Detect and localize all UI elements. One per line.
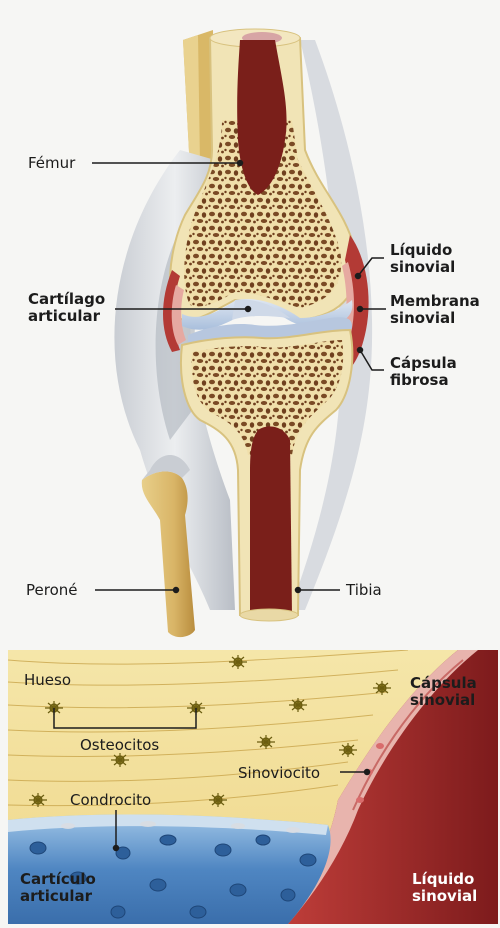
label-cartilago-line1: Cartílago <box>28 291 105 308</box>
label-femur: Fémur <box>28 155 75 172</box>
label-capsula-sinovial-line1: Cápsula <box>410 675 477 692</box>
label-membrana-line2: sinovial <box>390 310 480 327</box>
label-liquido-sinovial-tissue: Líquido sinovial <box>412 871 477 905</box>
label-perone: Peroné <box>26 582 78 599</box>
label-liquido-sinovial: Líquido sinovial <box>390 242 455 276</box>
perone-bone <box>142 471 195 637</box>
label-capsula-line2: fibrosa <box>390 372 457 389</box>
label-capsula-line1: Cápsula <box>390 355 457 372</box>
label-osteocitos: Osteocitos <box>80 737 159 754</box>
label-liquido-tissue-line1: Líquido <box>412 871 477 888</box>
label-capsula-sinovial-line2: sinovial <box>410 692 477 709</box>
label-membrana-line1: Membrana <box>390 293 480 310</box>
label-condrocito: Condrocito <box>70 792 151 809</box>
tibia-marrow <box>250 426 292 615</box>
label-sinoviocito: Sinoviocito <box>238 765 320 782</box>
label-liquido-line2: sinovial <box>390 259 455 276</box>
label-carticulo-line1: Cartículo <box>20 871 96 888</box>
label-hueso: Hueso <box>24 672 71 689</box>
label-carticulo-articular: Cartículo articular <box>20 871 96 905</box>
label-capsula-fibrosa: Cápsula fibrosa <box>390 355 457 389</box>
label-liquido-line1: Líquido <box>390 242 455 259</box>
label-capsula-sinovial: Cápsula sinovial <box>410 675 477 709</box>
label-tibia: Tibia <box>346 582 382 599</box>
label-liquido-tissue-line2: sinovial <box>412 888 477 905</box>
label-carticulo-line2: articular <box>20 888 96 905</box>
label-membrana-sinovial: Membrana sinovial <box>390 293 480 327</box>
label-cartilago-line2: articular <box>28 308 105 325</box>
label-cartilago-articular: Cartílago articular <box>28 291 105 325</box>
